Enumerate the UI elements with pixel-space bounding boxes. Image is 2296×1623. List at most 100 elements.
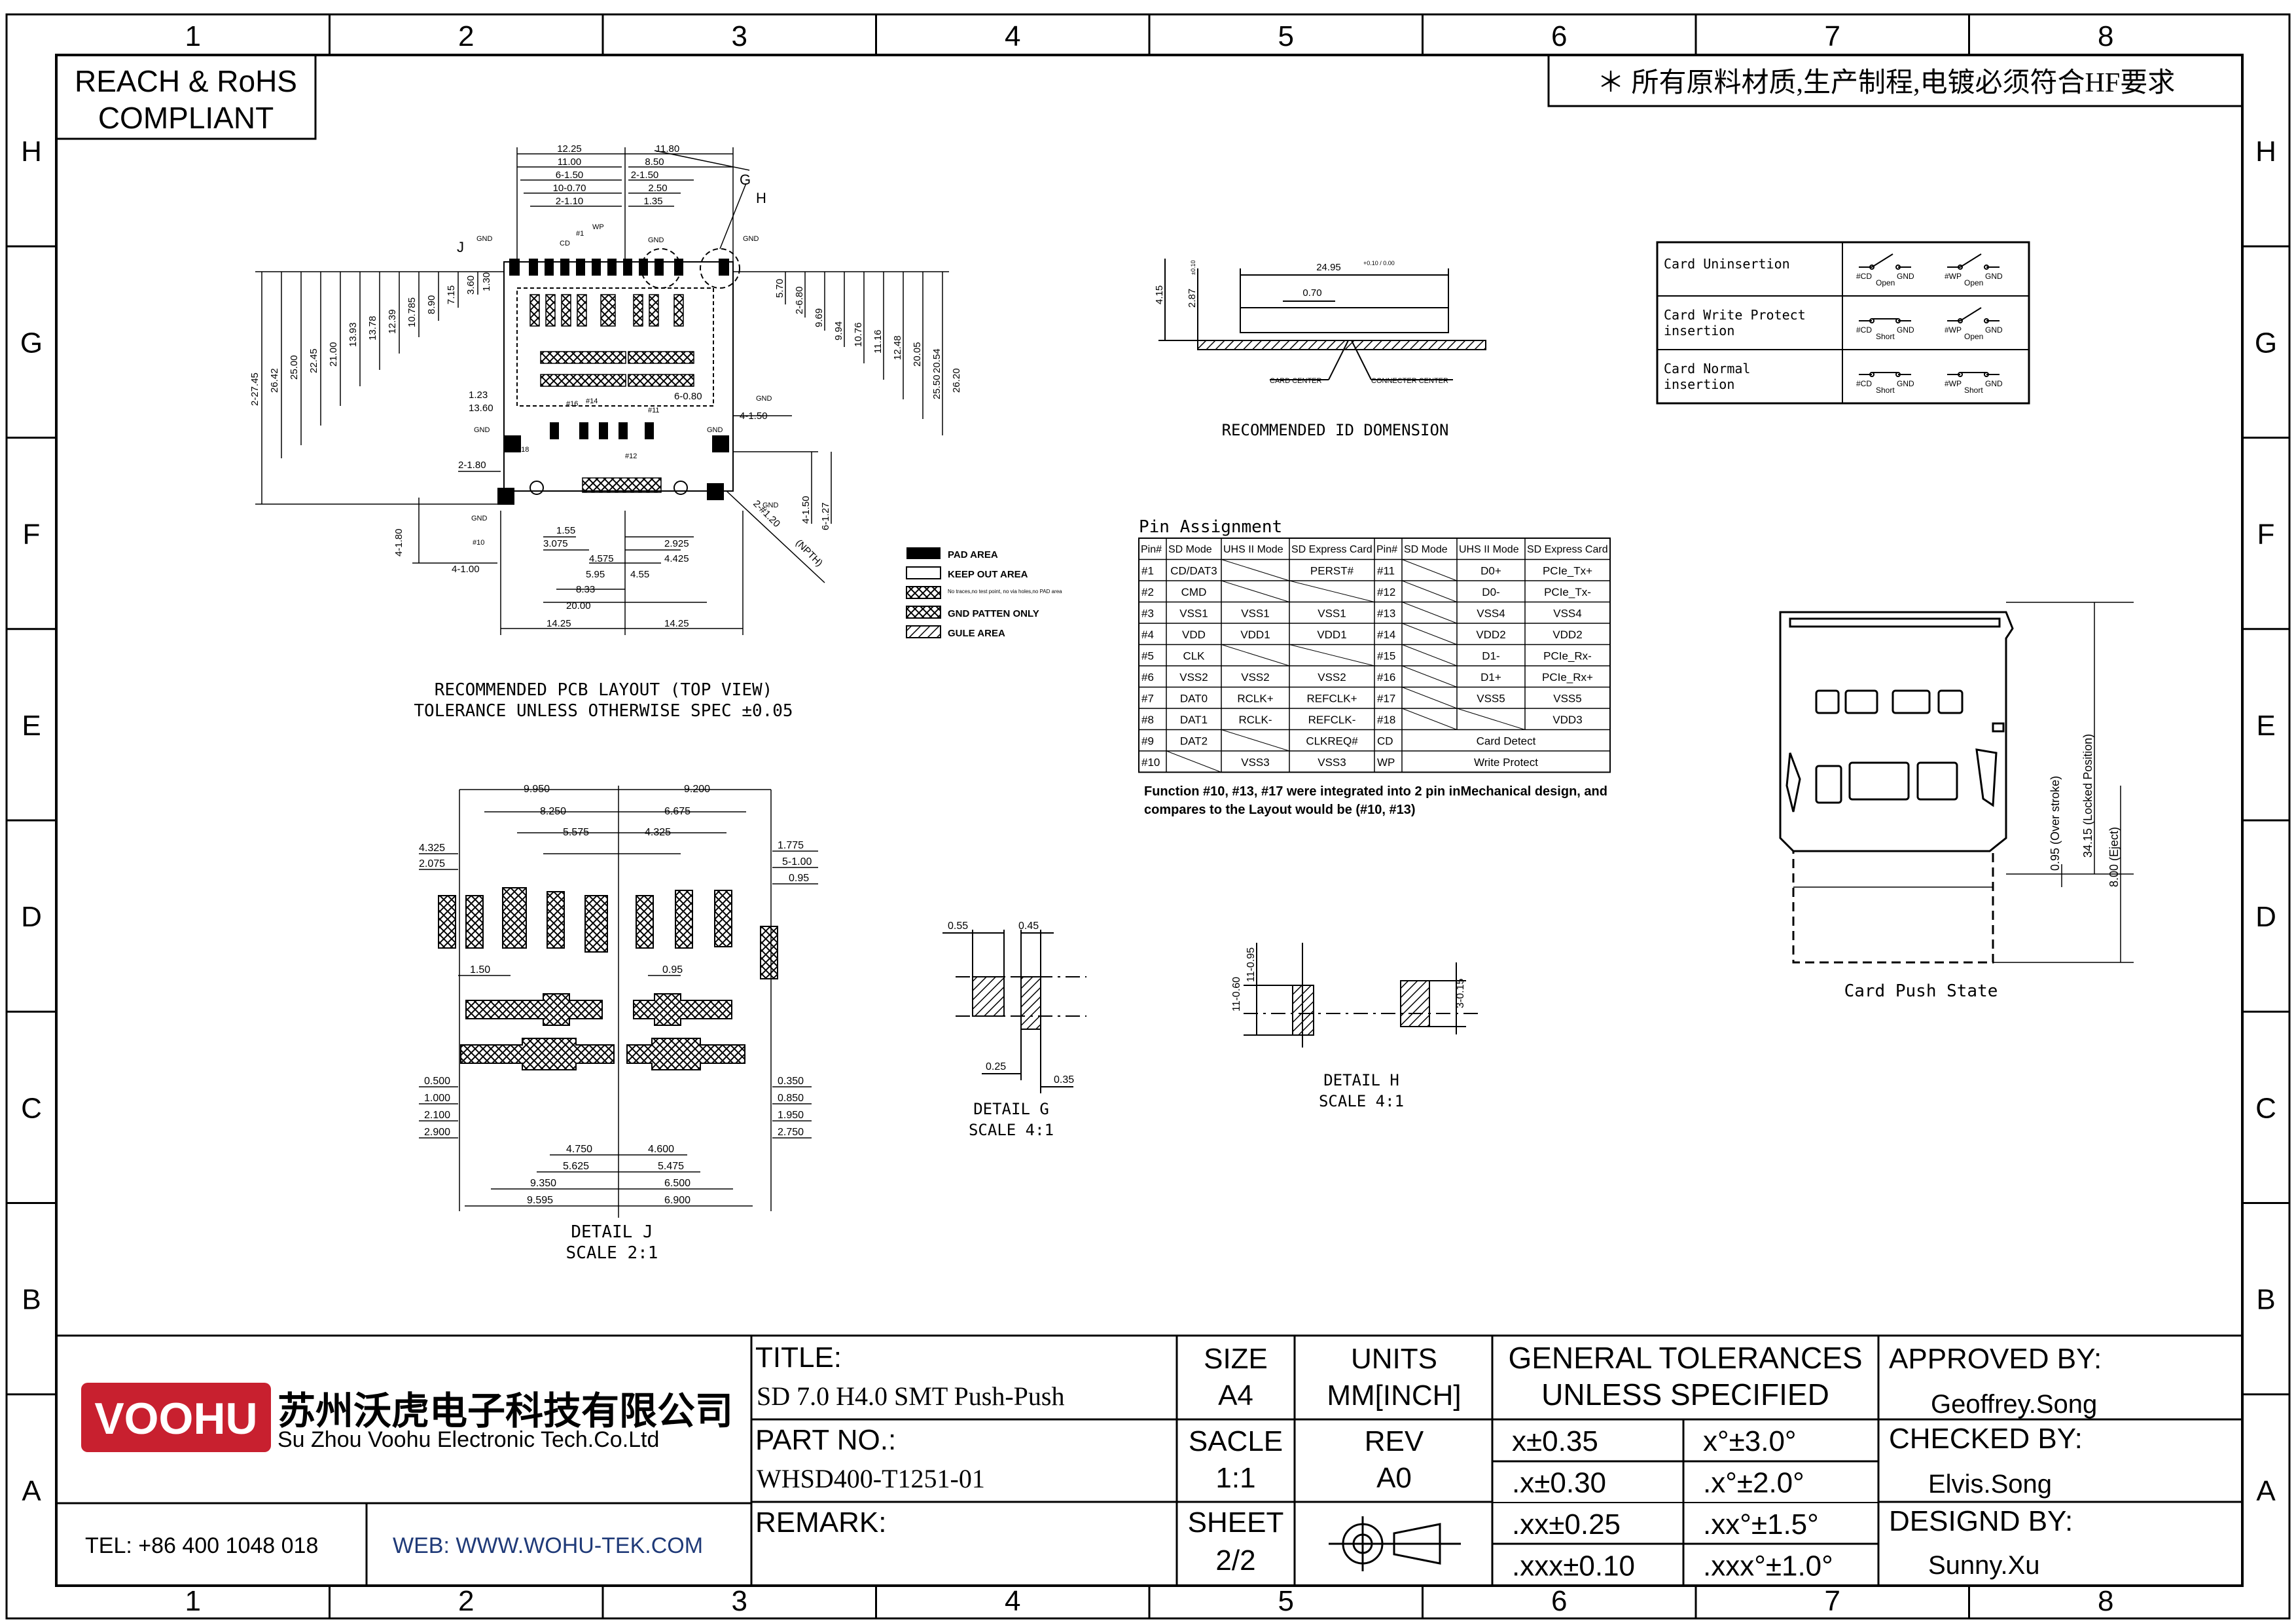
pcb-dim-right-0: 5.70 <box>774 279 785 298</box>
pcb-label-wp: WP <box>592 223 604 231</box>
pcb-dim-top-2: 6-1.50 <box>556 170 584 181</box>
pcb-dim-mid-3: 4-1.50 <box>740 410 768 422</box>
dg-dim-1: 0.45 <box>1018 921 1039 932</box>
pin-table-cell: PCIe_Rx+ <box>1542 671 1593 684</box>
pcb-dim-right-1: 2-6.80 <box>794 286 805 314</box>
pin-table-cell: VSS5 <box>1553 693 1581 705</box>
pcb-label-gnd-7: GND <box>648 236 664 244</box>
pcb-dim-top-7: 2-1.50 <box>631 170 659 181</box>
pin-table-cell: #15 <box>1377 650 1395 663</box>
title-label: TITLE: <box>755 1341 842 1374</box>
dj-dim-6: 4.325 <box>419 843 445 854</box>
pcb-npth: (NPTH) <box>793 538 825 569</box>
pin-table-cell: VSS5 <box>1477 693 1505 705</box>
tolerance-linear: .xxx±0.10 <box>1512 1550 1635 1582</box>
pin-table-cell: PCIe_Rx- <box>1543 650 1592 663</box>
pcb-label-pin16: #16 <box>566 400 578 408</box>
card-push-labels: 0.95 (Over stroke) 34.15 (Locked Positio… <box>1844 734 2121 1001</box>
detail-g-caption-1: DETAIL G <box>973 1100 1049 1118</box>
designed-label: DESIGND BY: <box>1889 1505 2073 1537</box>
dj-dim-13: 0.500 <box>424 1076 450 1087</box>
pin-table-cell: VDD3 <box>1552 714 1582 726</box>
pin-table-header: SD Express Card <box>1291 544 1372 555</box>
pin-table-cell: CMD <box>1181 586 1207 598</box>
rev-value: A0 <box>1376 1462 1412 1494</box>
pcb-label-pin18: #18 <box>517 446 529 454</box>
switch-gnd: GND <box>1985 379 2003 388</box>
dj-dim-19: 1.950 <box>778 1110 804 1121</box>
pin-table-cell: D1+ <box>1480 671 1501 684</box>
approved-value: Geoffrey.Song <box>1931 1390 2097 1419</box>
switch-gnd: GND <box>1897 272 1914 281</box>
zone-col-bottom: 6 <box>1551 1585 1567 1617</box>
detail-j-caption-2: SCALE 2:1 <box>566 1243 658 1263</box>
zone-col-bottom: 5 <box>1278 1585 1294 1617</box>
zone-row-left: C <box>21 1092 42 1124</box>
card-push-dim-eject: 8.00 (Eject) <box>2108 827 2121 887</box>
zone-col-top: 2 <box>458 20 474 52</box>
pcb-dim-bottom-0: 1.55 <box>556 525 575 536</box>
pcb-dim-top-1: 11.00 <box>558 156 581 168</box>
pin-table-cell: DAT0 <box>1180 693 1208 705</box>
pcb-dim-right-9: 25.50 <box>931 374 942 399</box>
zone-row-right: G <box>2255 327 2277 359</box>
zone-col-bottom: 4 <box>1005 1585 1020 1617</box>
checked-value: Elvis.Song <box>1928 1470 2052 1499</box>
pin-table-cell: DAT2 <box>1180 735 1208 748</box>
pcb-dim-left-11: 3.60 <box>465 276 476 295</box>
pcb-dim-left-5: 13.93 <box>348 322 359 347</box>
card-push-drawing <box>1779 602 2134 964</box>
zone-col-bottom: 2 <box>458 1585 474 1617</box>
pin-table-cell: VSS2 <box>1318 671 1346 684</box>
pin-table-header: Pin# <box>1141 544 1162 555</box>
designed-value: Sunny.Xu <box>1928 1551 2040 1580</box>
zone-col-top: 5 <box>1278 20 1294 52</box>
pin-table-cell: #17 <box>1377 693 1395 705</box>
pcb-label-gnd-5: GND <box>762 501 779 509</box>
pin-table-cell: VSS2 <box>1241 671 1269 684</box>
pin-table-cell: VSS1 <box>1241 608 1269 620</box>
pcb-dim-bottom-10: 14.25 <box>664 618 689 629</box>
company-logo: VOOHU <box>81 1383 271 1452</box>
pin-table-cell: #8 <box>1141 714 1154 726</box>
pin-table-cell: #14 <box>1377 629 1395 641</box>
switch-pin-name: #WP <box>1945 379 1962 388</box>
area-legend: PAD AREA KEEP OUT AREA No traces,no test… <box>906 547 1062 639</box>
company-tel: TEL: +86 400 1048 018 <box>85 1533 318 1558</box>
switch-gnd: GND <box>1897 379 1914 388</box>
zone-col-top: 7 <box>1825 20 1840 52</box>
pcb-dim-bottom-5: 2.925 <box>664 538 689 549</box>
pcb-label-pin12: #12 <box>625 452 637 460</box>
zone-col-top: 4 <box>1005 20 1020 52</box>
dj-dim-5: 4.325 <box>645 827 671 838</box>
switch-gnd: GND <box>1985 272 2003 281</box>
logo-text: VOOHU <box>94 1394 257 1444</box>
switch-state: Short <box>1876 386 1895 395</box>
checked-label: CHECKED BY: <box>1889 1423 2083 1455</box>
pin-table-cell: #2 <box>1141 586 1154 598</box>
pcb-label-j: J <box>457 239 464 255</box>
pcb-dim-left-0: 2-27.45 <box>249 373 260 406</box>
switch-row-label-2: insertion <box>1664 376 1734 392</box>
pcb-dim-top-6: 8.50 <box>645 156 664 168</box>
pcb-label-g: G <box>740 172 751 188</box>
dj-dim-2: 8.250 <box>540 806 566 817</box>
scale-value: 1:1 <box>1215 1462 1255 1494</box>
legend-keep-out: KEEP OUT AREA <box>948 569 1028 580</box>
pcb-dim-right-2: 9.69 <box>814 308 825 327</box>
pin-table-cell: PCIe_Tx+ <box>1543 565 1592 577</box>
tolerance-linear: .x±0.30 <box>1512 1467 1606 1499</box>
pcb-label-pin14: #14 <box>586 397 598 405</box>
pin-table-cell: RCLK+ <box>1237 693 1273 705</box>
tolerance-title-1: GENERAL TOLERANCES <box>1508 1341 1862 1375</box>
title-block: VOOHU 苏州沃虎电子科技有限公司 Su Zhou Voohu Electro… <box>56 1334 2242 1586</box>
dj-dim-7: 2.075 <box>419 858 445 869</box>
pin-table-cell: Write Protect <box>1474 756 1538 769</box>
pin-table-cell: VDD1 <box>1317 629 1346 641</box>
zone-col-top: 8 <box>2098 20 2113 52</box>
zone-row-left: D <box>21 901 42 933</box>
pcb-label-cd: CD <box>560 240 570 247</box>
pcb-dim-bottom-9: 14.25 <box>547 618 571 629</box>
pin-table-cell: WP <box>1377 756 1395 769</box>
